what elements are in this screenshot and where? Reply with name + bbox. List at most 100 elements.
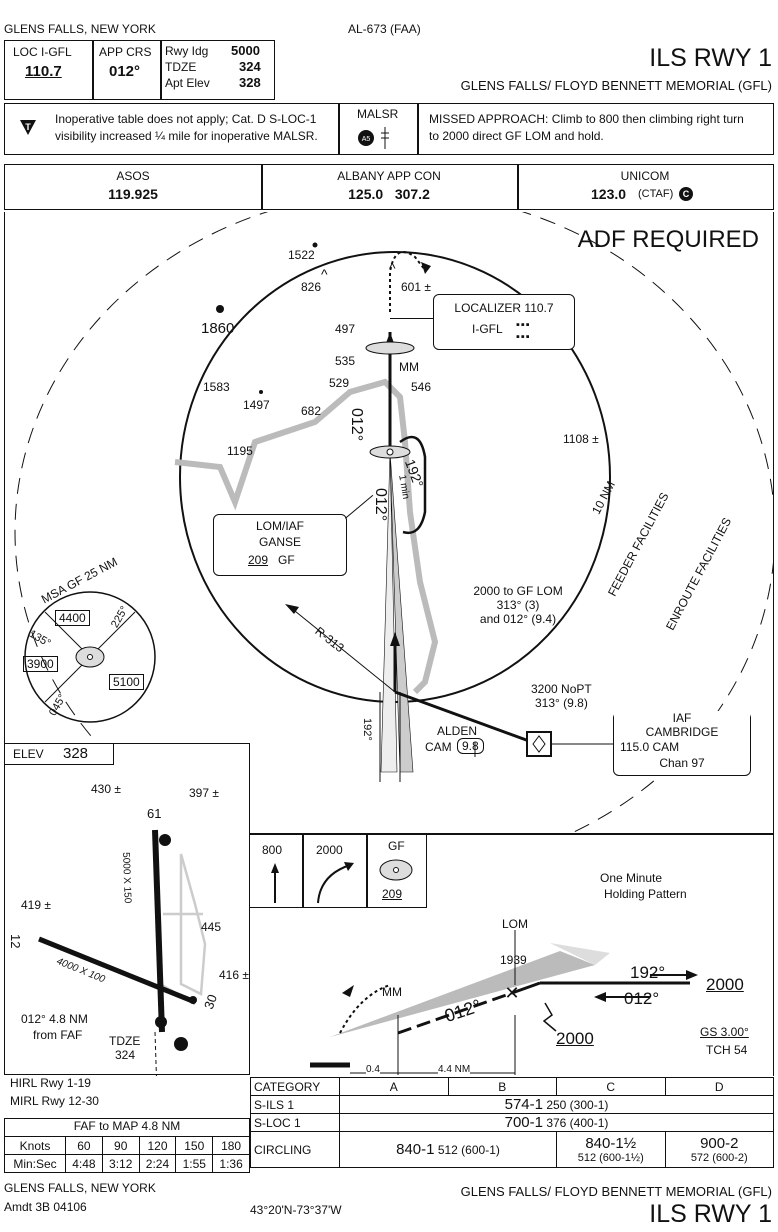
ad-obstacle-430: 430 ± [91,782,121,796]
localizer-freq: LOCALIZER 110.7 [454,301,554,315]
circling-ab: 840-1 512 (600-1) [339,1131,557,1168]
category-label: CATEGORY [250,1077,340,1096]
unicom-freq: 123.0 [591,186,627,202]
feeder-route-1: 2000 to GF LOM [473,584,563,598]
knots-label: Knots [3,1136,67,1155]
faf-note-1: 012° 4.8 NM [21,1012,88,1026]
feeder-route-3: and 012° (9.4) [479,612,557,626]
airport-name: GLENS FALLS/ FLOYD BENNETT MEMORIAL (GFL… [460,78,772,93]
time-cell: 3:12 [101,1154,140,1173]
iaf-label: IAF [614,711,750,725]
rwy-ldg-label: Rwy Idg [165,44,209,58]
category-b: B [447,1077,557,1096]
obstacle-601: 601 ± [401,280,431,294]
course-012-lower: 012° [372,488,389,522]
profile-course-out: 192° [630,963,666,982]
profile-lom-alt: 1939 [500,953,527,967]
plan-view: ADF REQUIRED 1522 826 ^ ^ 601 ± 1860 497… [4,212,774,834]
circling-c-sub: 512 (600-1½) [577,1152,644,1164]
sils-label: S-ILS 1 [250,1095,340,1114]
category-c: C [556,1077,666,1096]
apt-elev: 328 [239,75,261,90]
approach-label: ALBANY APP CON [337,169,441,183]
msa-5100: 5100 [109,674,144,690]
alden-cam: CAM [425,740,452,754]
missed-icon-209: 209 [382,887,403,901]
sloc-label: S-LOC 1 [250,1113,340,1132]
profile-gs: GS 3.00° [700,1025,749,1039]
obstacle-1583: 1583 [203,380,230,394]
timing-title: FAF to MAP 4.8 NM [4,1118,250,1136]
obstacle-682: 682 [301,404,322,418]
ad-obstacle-445: 445 [201,920,222,934]
knots-cell: 60 [65,1136,103,1155]
ad-obstacle-419: 419 ± [21,898,51,912]
sils-main: 574-1 [504,1096,543,1113]
faf-note-2: from FAF [33,1028,83,1042]
comms-box: ASOS 119.925 ALBANY APP CON 125.0 307.2 … [4,164,774,210]
category-d: D [664,1077,774,1096]
airport-diagram: ELEV 328 430 ± 397 ± 419 ± 445 416 ± 61 … [4,743,250,1076]
lom-id: GF [278,553,295,567]
footer-location: GLENS FALLS, NEW YORK [4,1181,156,1195]
loc-info-box: LOC I-GFL 110.7 APP CRS 012° Rwy Idg 500… [4,40,275,100]
footer-airport: GLENS FALLS/ FLOYD BENNETT MEMORIAL (GFL… [460,1184,772,1199]
asos-label: ASOS [116,169,150,183]
obstacle-1522: 1522 [288,248,315,262]
ad-tdze: 324 [115,1048,136,1062]
profile-fix-alt: 2000 [556,1029,594,1048]
profile-dist-1: 0.4 [366,1064,380,1075]
elev-label: ELEV [13,747,44,761]
profile-mm: MM [382,985,402,999]
svg-text:✕: ✕ [504,983,519,1003]
footer-amdt: Amdt 3B 04106 [4,1200,87,1214]
unicom-label: UNICOM [620,169,670,183]
ad-tdze-label: TDZE [109,1034,141,1048]
middle-marker: MM [399,360,419,374]
runway-1-19-dims: 5000 X 150 [120,852,133,904]
nopt-1: 3200 NoPT [531,682,592,696]
knots-cell: 90 [101,1136,140,1155]
missed-approach-2: to 2000 direct GF LOM and hold. [429,129,604,143]
profile-dist-2: 4.4 NM [438,1064,471,1075]
knots-cell: 150 [175,1136,214,1155]
obstacle-497: 497 [335,322,356,336]
inop-note-1: Inoperative table does not apply; Cat. D… [55,112,317,126]
missed-icon-gf: GF [388,839,405,853]
circling-ab-main: 840-1 [396,1141,435,1158]
mirl-note-text: MIRL Rwy 12-30 [10,1094,99,1108]
circling-d-sub: 572 (600-2) [690,1152,748,1164]
runway-19-label: 61 [147,806,162,821]
category-a: A [339,1077,449,1096]
profile-view: 800 2000 GF 209 ✕ One Minute Holding Pat… [250,834,774,1076]
lom-freq: 209 [248,553,269,567]
obstacle-535: 535 [335,354,356,368]
sloc-sub: 376 (400-1) [546,1116,609,1130]
obstacle-529: 529 [329,376,350,390]
obstacle-1860: 1860 [201,320,235,337]
svg-text:T: T [25,122,31,132]
knots-cell: 120 [138,1136,177,1155]
inop-note-2: visibility increased ¼ mile for inoperat… [55,129,318,143]
sils-sub: 250 (300-1) [546,1098,609,1112]
unicom-ctaf: (CTAF) [638,188,674,200]
cambridge-box: IAF CAMBRIDGE 115.0 CAM Chan 97 [613,711,751,776]
localizer-id: I-GFL [472,322,503,336]
notes-box: T Inoperative table does not apply; Cat.… [4,103,774,155]
alden-name: ALDEN [437,724,478,738]
footer-coords: 43°20'N-73°37'W [250,1203,342,1217]
obstacle-1108: 1108 ± [563,432,599,446]
circling-label: CIRCLING [250,1131,340,1168]
obstacle-symbol: ^ [389,260,396,276]
procedure-title: ILS RWY 1 [649,44,772,72]
obstacle-1497: 1497 [243,398,270,412]
loc-label: LOC I-GFL [13,45,72,59]
adf-required: ADF REQUIRED [577,226,759,253]
obstacle-826: 826 [301,280,322,294]
obstacle-symbol: ^ [321,266,328,282]
cambridge-freq: 115.0 CAM [620,740,680,754]
footer-procedure: ILS RWY 1 [649,1200,772,1228]
ctaf-icon: C [679,187,693,201]
app-crs: 012° [109,63,141,80]
